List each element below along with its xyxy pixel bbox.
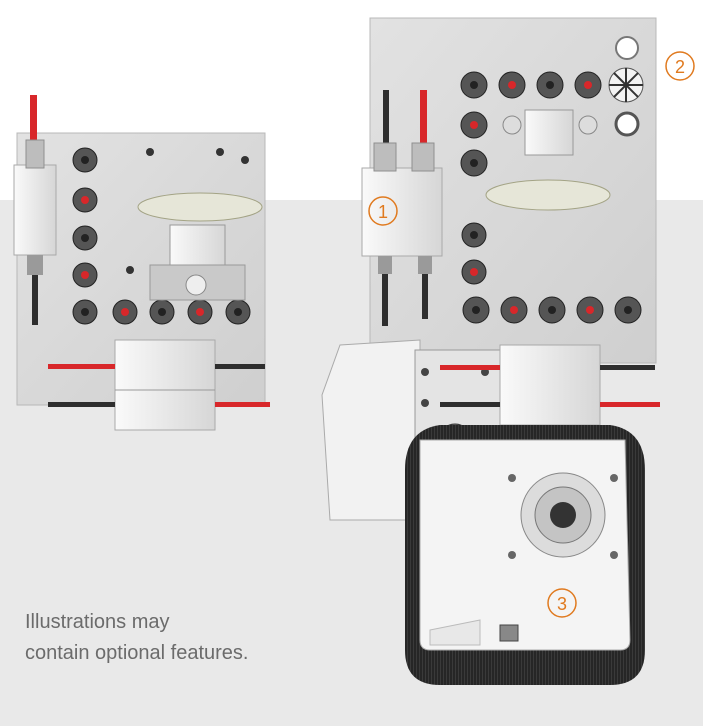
callout-1-label: 1 [378,202,388,222]
left-vertical-drill [13,95,57,325]
left-spindle-row [112,299,251,325]
callout-2-label: 2 [675,57,685,77]
callout-3-label: 3 [557,594,567,614]
left-saw-blade [137,192,263,222]
right-vertical-drills [361,90,443,326]
callout-3: 3 [547,588,577,618]
motor-housing [321,339,421,521]
right-saw-blade [485,179,611,211]
callout-2: 2 [665,51,695,81]
right-bottom-spindles [462,296,642,324]
callout-1: 1 [368,196,398,226]
aggregate-head [419,439,631,651]
right-top-spindles [460,71,602,177]
caption: Illustrations may contain optional featu… [25,607,249,669]
left-spindle-column [72,147,98,325]
right-drilling-unit [321,17,660,685]
right-mid-spindles [461,222,487,285]
caption-line-2: contain optional features. [25,642,249,664]
left-horizontal-drills [48,339,270,431]
caption-line-1: Illustrations may [25,611,170,633]
left-drilling-unit [13,95,270,431]
